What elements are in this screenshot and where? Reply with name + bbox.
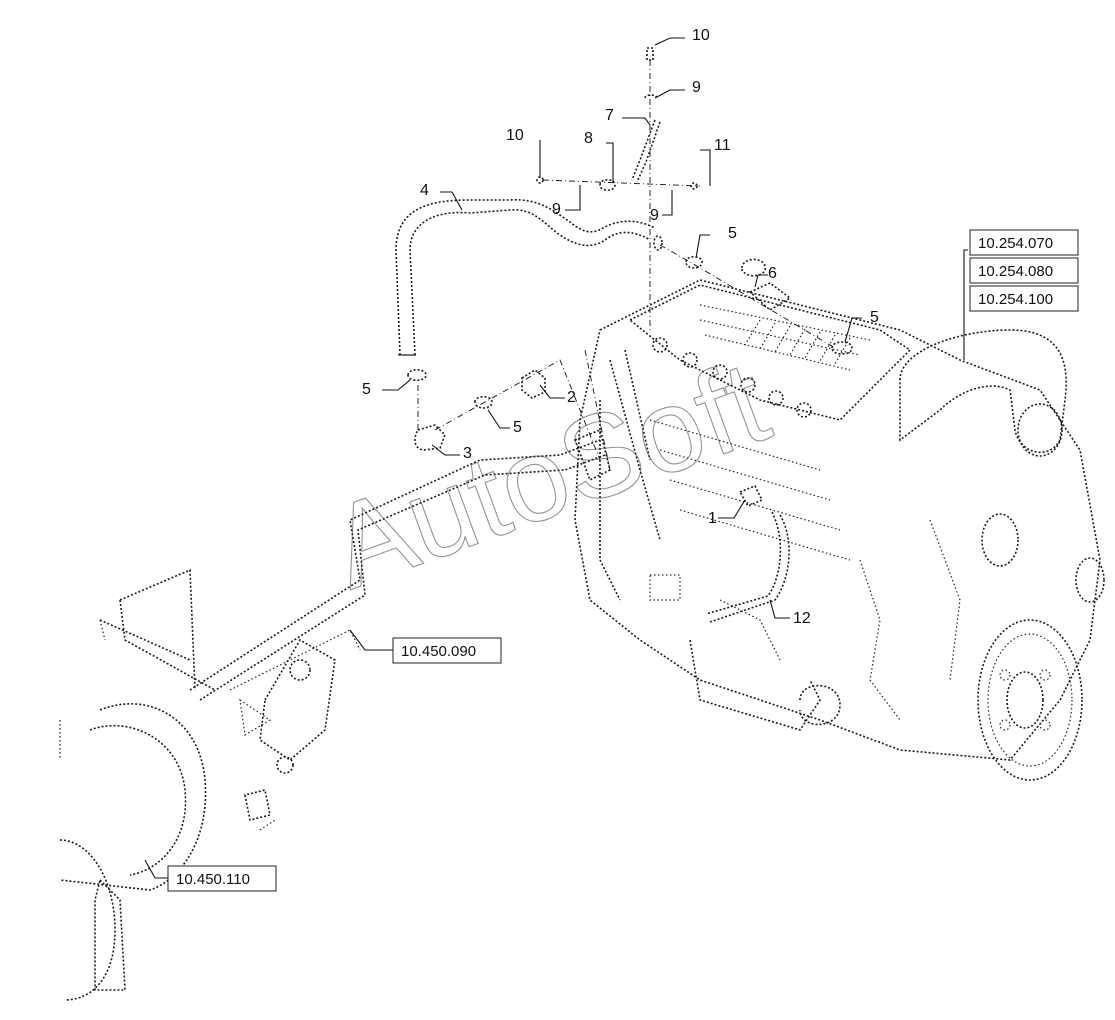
label-part-5-upper: 5 (728, 225, 737, 242)
label-part-2: 2 (567, 389, 576, 406)
engine-assembly (573, 279, 1105, 781)
clamp-5-mid (474, 395, 493, 409)
watermark: AutoSoft (314, 336, 784, 615)
label-part-4: 4 (420, 182, 429, 199)
ref-text-10-254-100: 10.254.100 (978, 291, 1053, 308)
ref-text-10-450-110: 10.450.110 (176, 871, 250, 888)
leader-lines (144, 37, 968, 879)
reference-boxes: 10.254.070 10.254.080 10.254.100 10.450.… (167, 229, 1079, 892)
label-part-9-left: 9 (552, 201, 561, 218)
clip-part-8 (599, 178, 616, 192)
label-part-5-left: 5 (362, 381, 371, 398)
dipstick-part-7 (631, 119, 661, 183)
label-part-7: 7 (605, 107, 614, 124)
label-part-1: 1 (708, 510, 717, 527)
clamp-5-upper (685, 255, 703, 269)
ref-text-10-254-070: 10.254.070 (978, 235, 1053, 252)
clamp-5-left (407, 368, 427, 382)
ref-text-10-254-080: 10.254.080 (978, 263, 1053, 280)
bolt-part-10-top (646, 47, 654, 61)
flywheel (977, 619, 1083, 781)
label-part-10-left: 10 (506, 127, 524, 144)
ref-box-10-254-080: 10.254.080 (969, 257, 1079, 284)
nut-part-11 (690, 182, 698, 190)
label-part-9-top: 9 (692, 79, 701, 96)
label-part-10-top: 10 (692, 27, 710, 44)
label-part-9-right: 9 (650, 207, 659, 224)
ref-box-10-254-070: 10.254.070 (969, 229, 1079, 256)
hose-part-12 (705, 511, 790, 623)
label-part-5-mid: 5 (513, 419, 522, 436)
air-intake-duct (899, 329, 1067, 457)
injector-row (652, 337, 812, 418)
label-part-3: 3 (463, 445, 472, 462)
muffler (59, 703, 207, 1001)
assembly-lines (417, 60, 836, 471)
label-part-12: 12 (793, 610, 811, 627)
ref-box-10-450-110: 10.450.110 (167, 865, 277, 892)
ref-box-10-450-090: 10.450.090 (392, 637, 502, 664)
label-part-5-engine: 5 (870, 309, 879, 326)
ref-box-10-254-100: 10.254.100 (969, 285, 1079, 312)
sensor-part-1 (738, 484, 764, 508)
label-part-8: 8 (584, 130, 593, 147)
dosing-module (239, 638, 336, 774)
elbow-part-3 (414, 424, 446, 451)
hose-part-4 (395, 199, 663, 356)
fitting-part-2 (521, 369, 546, 399)
label-part-11: 11 (714, 137, 731, 154)
clamp-5-engine (831, 341, 853, 355)
eye-fitting (741, 258, 766, 277)
ref-text-10-450-090: 10.450.090 (401, 643, 476, 660)
label-part-6: 6 (768, 265, 777, 282)
part-number-labels: 10 9 7 10 8 11 9 9 4 5 6 5 5 2 5 3 1 12 (362, 27, 879, 627)
